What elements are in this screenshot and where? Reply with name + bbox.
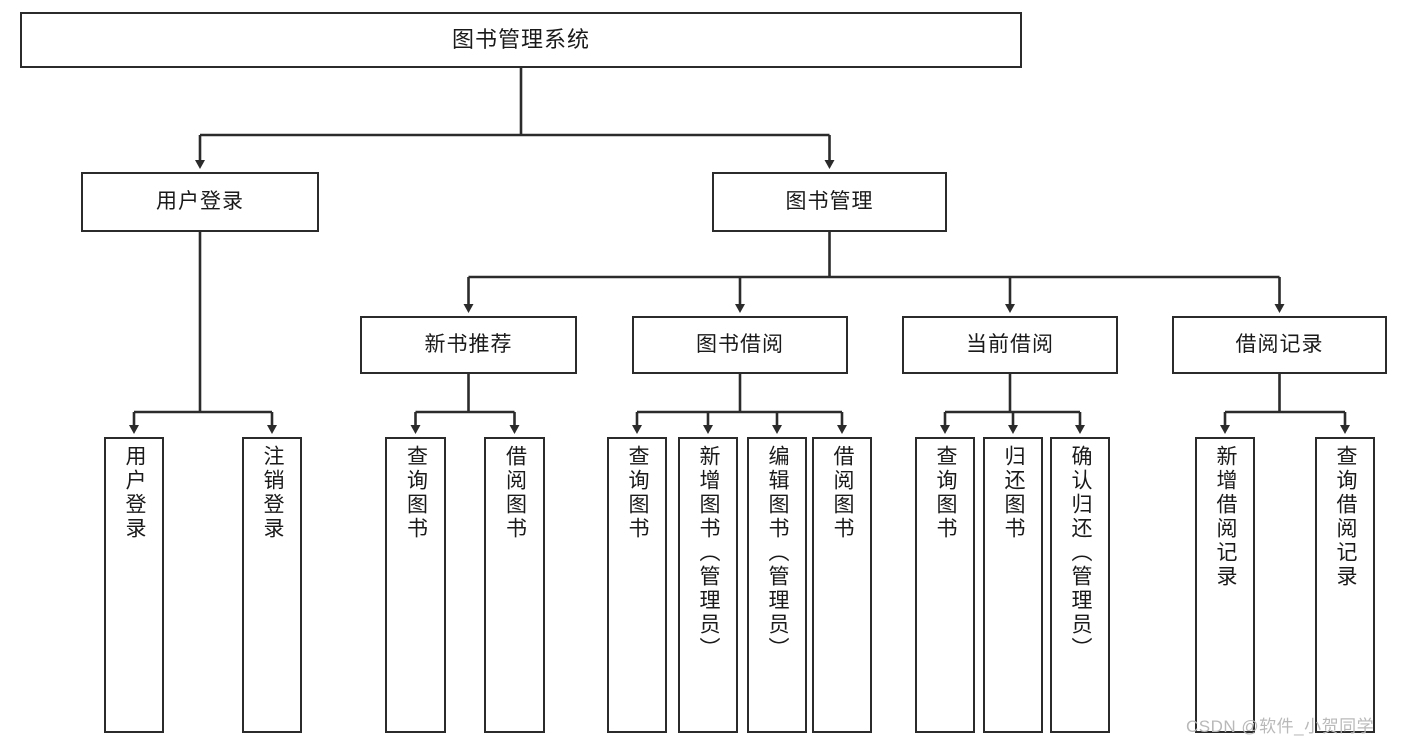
- node-label: 新增借阅记录: [1214, 445, 1238, 589]
- node-leaf-br-add[interactable]: 新增借阅记录: [1195, 437, 1255, 733]
- node-label: 借阅图书: [831, 445, 855, 541]
- node-label: 确认归还（管理员）: [1069, 445, 1093, 661]
- node-label: 图书管理系统: [451, 26, 590, 52]
- node-label: 用户登录: [156, 190, 244, 214]
- csdn-watermark: CSDN @软件_小贺同学: [1186, 717, 1375, 736]
- node-label: 归还图书: [1002, 445, 1026, 541]
- node-label: 新增图书（管理员）: [697, 445, 721, 661]
- node-label: 当前借阅: [966, 333, 1054, 357]
- node-leaf-bb-add[interactable]: 新增图书（管理员）: [678, 437, 738, 733]
- node-leaf-user-login[interactable]: 用户登录: [104, 437, 164, 733]
- node-borrow-record[interactable]: 借阅记录: [1172, 316, 1387, 374]
- node-leaf-cb-confirm[interactable]: 确认归还（管理员）: [1050, 437, 1110, 733]
- node-root[interactable]: 图书管理系统: [20, 12, 1022, 68]
- node-user-login[interactable]: 用户登录: [81, 172, 319, 232]
- node-label: 用户登录: [123, 445, 147, 541]
- node-leaf-logout[interactable]: 注销登录: [242, 437, 302, 733]
- node-book-borrow[interactable]: 图书借阅: [632, 316, 848, 374]
- node-leaf-bb-borrow[interactable]: 借阅图书: [812, 437, 872, 733]
- node-leaf-bb-query[interactable]: 查询图书: [607, 437, 667, 733]
- node-leaf-rec-borrow[interactable]: 借阅图书: [484, 437, 545, 733]
- node-leaf-cb-query[interactable]: 查询图书: [915, 437, 975, 733]
- node-label: 图书管理: [785, 190, 874, 214]
- node-label: 编辑图书（管理员）: [766, 445, 790, 661]
- node-label: 查询图书: [404, 445, 428, 541]
- node-leaf-rec-query[interactable]: 查询图书: [385, 437, 446, 733]
- node-label: 注销登录: [261, 445, 285, 541]
- node-current-borrow[interactable]: 当前借阅: [902, 316, 1118, 374]
- node-label: 借阅记录: [1235, 333, 1324, 357]
- node-new-book-rec[interactable]: 新书推荐: [360, 316, 577, 374]
- node-label: 借阅图书: [503, 445, 527, 541]
- node-label: 查询图书: [934, 445, 958, 541]
- node-label: 查询借阅记录: [1334, 445, 1358, 589]
- node-leaf-bb-edit[interactable]: 编辑图书（管理员）: [747, 437, 807, 733]
- node-label: 图书借阅: [696, 333, 784, 357]
- node-label: 新书推荐: [424, 333, 513, 357]
- node-leaf-cb-return[interactable]: 归还图书: [983, 437, 1043, 733]
- node-label: 查询图书: [626, 445, 650, 541]
- node-book-manage[interactable]: 图书管理: [712, 172, 947, 232]
- node-leaf-br-query[interactable]: 查询借阅记录: [1315, 437, 1375, 733]
